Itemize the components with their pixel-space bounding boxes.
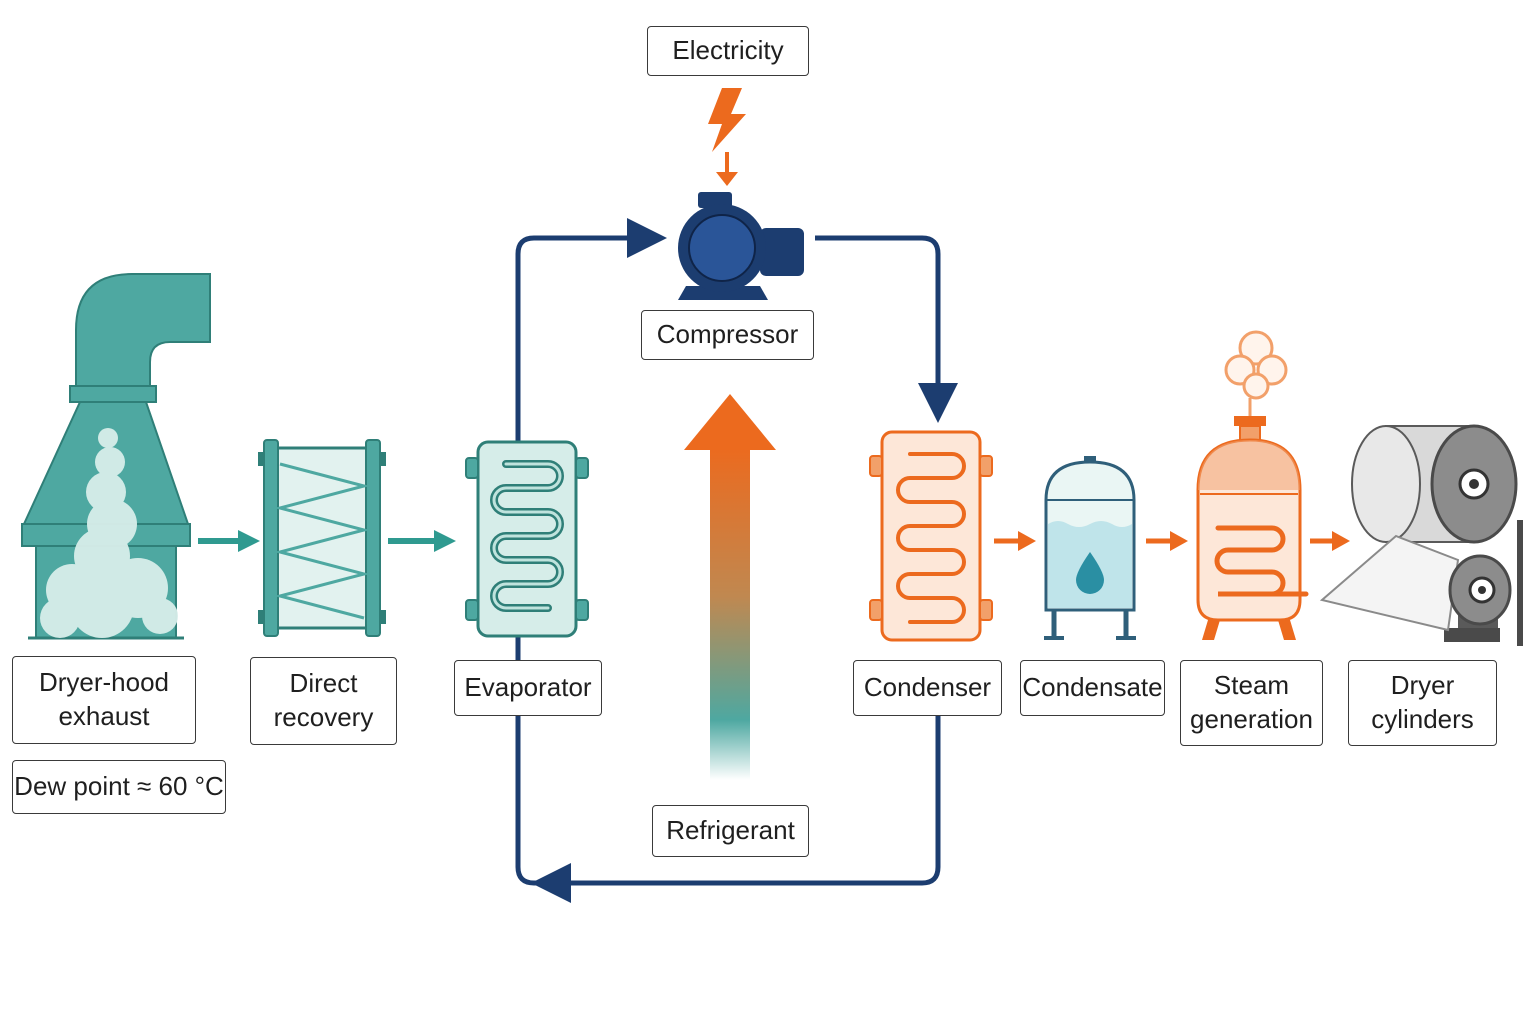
hood-label-line2: exhaust (58, 701, 150, 731)
steam-boiler-icon (1196, 330, 1309, 640)
exhaust-hood-icon (21, 273, 211, 640)
electricity-label: Electricity (647, 26, 809, 76)
dryer-cylinders-icon (1319, 424, 1523, 646)
refrigerant-label: Refrigerant (652, 805, 809, 857)
refrigerant-label-text: Refrigerant (666, 815, 795, 846)
hood-label: Dryer-hood exhaust (12, 656, 196, 744)
loop-to-condenser (815, 235, 958, 423)
electricity-arrow (716, 152, 738, 186)
condenser-label: Condenser (853, 660, 1002, 716)
refrigerant-loop (515, 218, 958, 903)
steam-label-line1: Steam (1213, 670, 1290, 701)
evaporator-label: Evaporator (454, 660, 602, 716)
steam-label-line2: generation (1190, 704, 1313, 734)
compressor-label: Compressor (641, 310, 814, 360)
lightning-bolt-icon (708, 88, 746, 152)
dew-point-label: Dew point ≈ 60 °C (12, 760, 226, 814)
direct-label-line1: Direct (289, 668, 358, 699)
flow-arrow-direct-to-evaporator (388, 530, 456, 552)
condensate-tank-icon (1044, 456, 1136, 640)
steam-cloud (1224, 330, 1288, 400)
steam-plume (40, 428, 178, 638)
direct-label-line2: recovery (273, 702, 374, 732)
direct-recovery-label: Direct recovery (250, 657, 397, 745)
flow-arrow-condensate-to-steam (1146, 531, 1188, 551)
dew-point-label-text: Dew point ≈ 60 °C (14, 771, 224, 802)
condensate-label: Condensate (1020, 660, 1165, 716)
flow-arrow-condenser-to-condensate (994, 531, 1036, 551)
electricity-label-text: Electricity (672, 35, 784, 66)
compressor-icon (678, 192, 804, 300)
flow-arrow-steam-to-cylinders (1310, 531, 1350, 551)
compressor-label-text: Compressor (656, 319, 799, 350)
hood-label-line1: Dryer-hood (38, 667, 170, 698)
dryer-cylinders-label: Dryer cylinders (1348, 660, 1497, 746)
loop-to-compressor (515, 218, 667, 660)
evaporator-coil-icon (465, 440, 589, 638)
condensate-label-text: Condensate (1022, 672, 1163, 703)
cylinders-label-line1: Dryer (1390, 670, 1455, 701)
loop-evaporator-return (515, 716, 546, 886)
heat-exchanger-icon (258, 439, 386, 637)
loop-to-evaporator (531, 716, 941, 903)
temperature-lift-arrow (684, 394, 776, 780)
cylinders-label-line2: cylinders (1371, 704, 1474, 734)
steam-generation-label: Steam generation (1180, 660, 1323, 746)
flow-arrow-hood-to-direct (198, 530, 260, 552)
condenser-coil-icon (869, 430, 993, 642)
evaporator-label-text: Evaporator (464, 672, 592, 703)
condenser-label-text: Condenser (863, 672, 992, 703)
